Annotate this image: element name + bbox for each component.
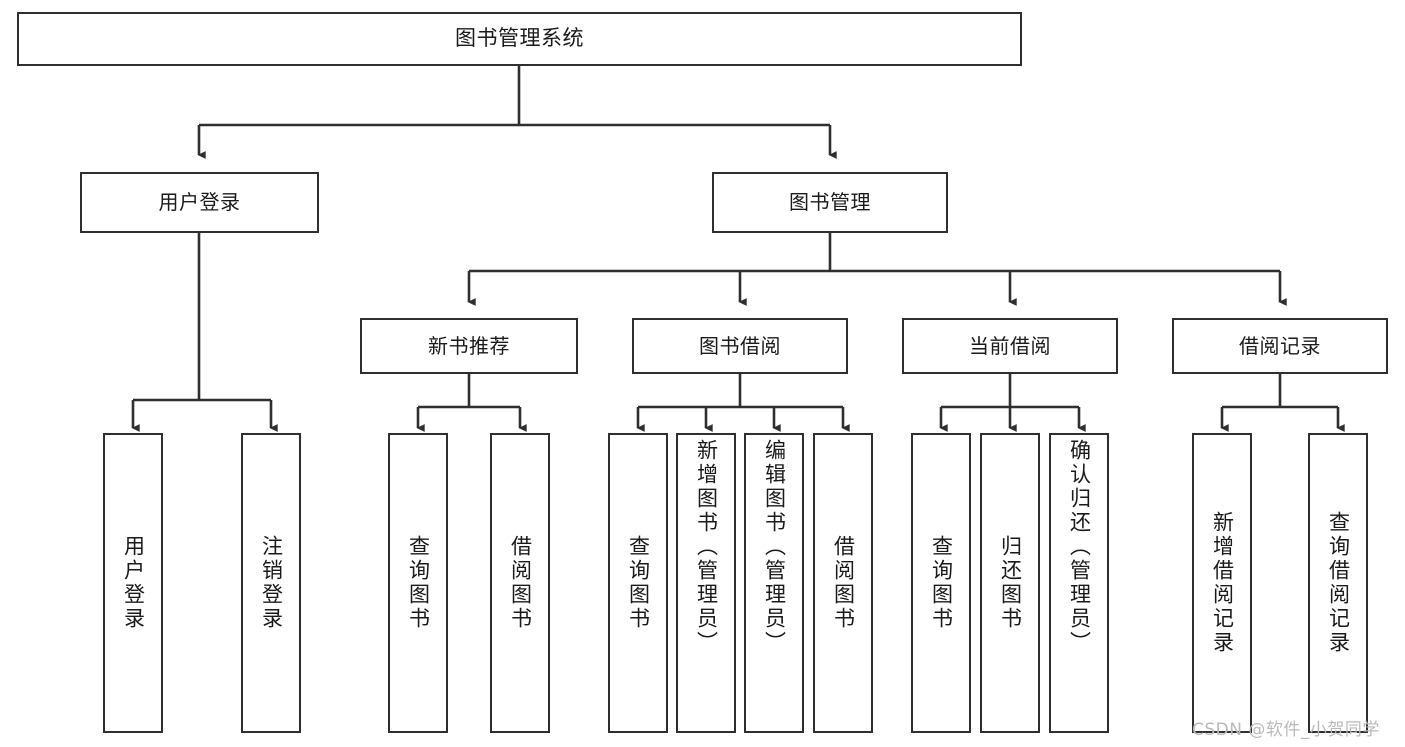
leaf-label: 查询图书 [929,535,954,631]
leaf-label: 查询借阅记录 [1326,511,1351,655]
node-new-book-recommend[interactable]: 新书推荐 [360,318,578,374]
leaf-query-book-borrow[interactable]: 查询图书 [608,433,668,733]
node-book-management[interactable]: 图书管理 [712,172,948,233]
leaf-query-borrow-record[interactable]: 查询借阅记录 [1308,433,1368,733]
leaf-label: 确认归还（管理员） [1067,439,1092,655]
node-label: 图书管理系统 [455,26,584,51]
leaf-label: 查询图书 [406,535,431,631]
leaf-label: 借阅图书 [831,535,856,631]
leaf-label: 编辑图书（管理员） [762,439,787,655]
node-borrow-record[interactable]: 借阅记录 [1172,318,1388,374]
leaf-edit-book-admin[interactable]: 编辑图书（管理员） [744,433,804,733]
leaf-confirm-return-admin[interactable]: 确认归还（管理员） [1049,433,1109,733]
node-label: 当前借阅 [969,333,1051,358]
node-root-book-management-system[interactable]: 图书管理系统 [17,12,1022,66]
node-label: 新书推荐 [428,333,510,358]
leaf-label: 查询图书 [626,535,651,631]
leaf-borrow-book[interactable]: 借阅图书 [813,433,873,733]
leaf-add-book-admin[interactable]: 新增图书（管理员） [676,433,736,733]
leaf-user-login[interactable]: 用户登录 [103,433,163,733]
node-label: 借阅记录 [1239,333,1321,358]
node-user-login[interactable]: 用户登录 [80,172,319,233]
node-label: 用户登录 [158,190,241,215]
node-label: 图书借阅 [699,333,781,358]
watermark: CSDN @软件_小贺同学 [1192,720,1380,740]
leaf-borrow-book-recommend[interactable]: 借阅图书 [490,433,550,733]
node-current-borrow[interactable]: 当前借阅 [902,318,1118,374]
leaf-label: 注销登录 [259,535,284,631]
node-book-borrow[interactable]: 图书借阅 [632,318,848,374]
leaf-query-book-current[interactable]: 查询图书 [911,433,971,733]
leaf-logout[interactable]: 注销登录 [241,433,301,733]
leaf-label: 借阅图书 [508,535,533,631]
leaf-label: 新增借阅记录 [1210,511,1235,655]
leaf-add-borrow-record[interactable]: 新增借阅记录 [1192,433,1252,733]
leaf-return-book[interactable]: 归还图书 [980,433,1040,733]
leaf-label: 归还图书 [998,535,1023,631]
leaf-label: 新增图书（管理员） [694,439,719,655]
node-label: 图书管理 [789,190,871,215]
leaf-label: 用户登录 [121,535,146,631]
leaf-query-book-recommend[interactable]: 查询图书 [388,433,448,733]
